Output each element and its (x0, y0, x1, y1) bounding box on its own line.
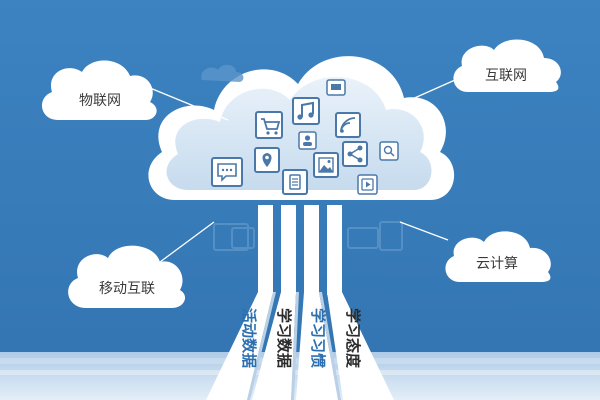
bubble-iot: 物联网 (41, 60, 157, 120)
media-icon (357, 174, 378, 195)
document-icon (282, 169, 308, 195)
small-background-cloud (201, 64, 244, 82)
connector-lines (149, 79, 456, 263)
stripe-learning-habit (296, 292, 338, 400)
faint-devices (213, 221, 403, 251)
wifi-signal-icon (335, 112, 361, 138)
data-pipes (258, 205, 342, 295)
bubble-internet-label: 互联网 (485, 68, 527, 84)
profile-card-icon (298, 131, 317, 150)
stripe-activity-data (206, 292, 273, 400)
chat-icon (211, 157, 243, 187)
bubble-iot-label: 物联网 (79, 93, 121, 109)
bubble-cloud-computing: 云计算 (445, 231, 551, 282)
display-icon (326, 79, 346, 96)
stripe-learning-attitude (327, 292, 394, 400)
image-icon (313, 152, 339, 178)
share-icon (342, 141, 368, 167)
app-icons (211, 79, 399, 195)
stripe-text-learning-habit: 学习习惯 (309, 308, 327, 368)
location-pin-icon (254, 147, 280, 173)
stripe-learning-data (252, 292, 296, 400)
music-icon (292, 97, 320, 125)
bubble-internet: 互联网 (453, 39, 561, 92)
bubble-mobile-internet-label: 移动互联 (99, 281, 155, 297)
search-icon (379, 141, 399, 161)
shopping-cart-icon (255, 111, 283, 139)
bubble-cloud-computing-label: 云计算 (476, 256, 518, 272)
data-stripes (206, 292, 394, 400)
stripe-text-learning-data: 学习数据 (275, 308, 293, 368)
bubble-mobile-internet: 移动互联 (68, 245, 186, 308)
stripe-text-learning-attitude: 学习态度 (344, 308, 362, 369)
stripe-text-activity-data: 活动数据 (240, 308, 258, 368)
